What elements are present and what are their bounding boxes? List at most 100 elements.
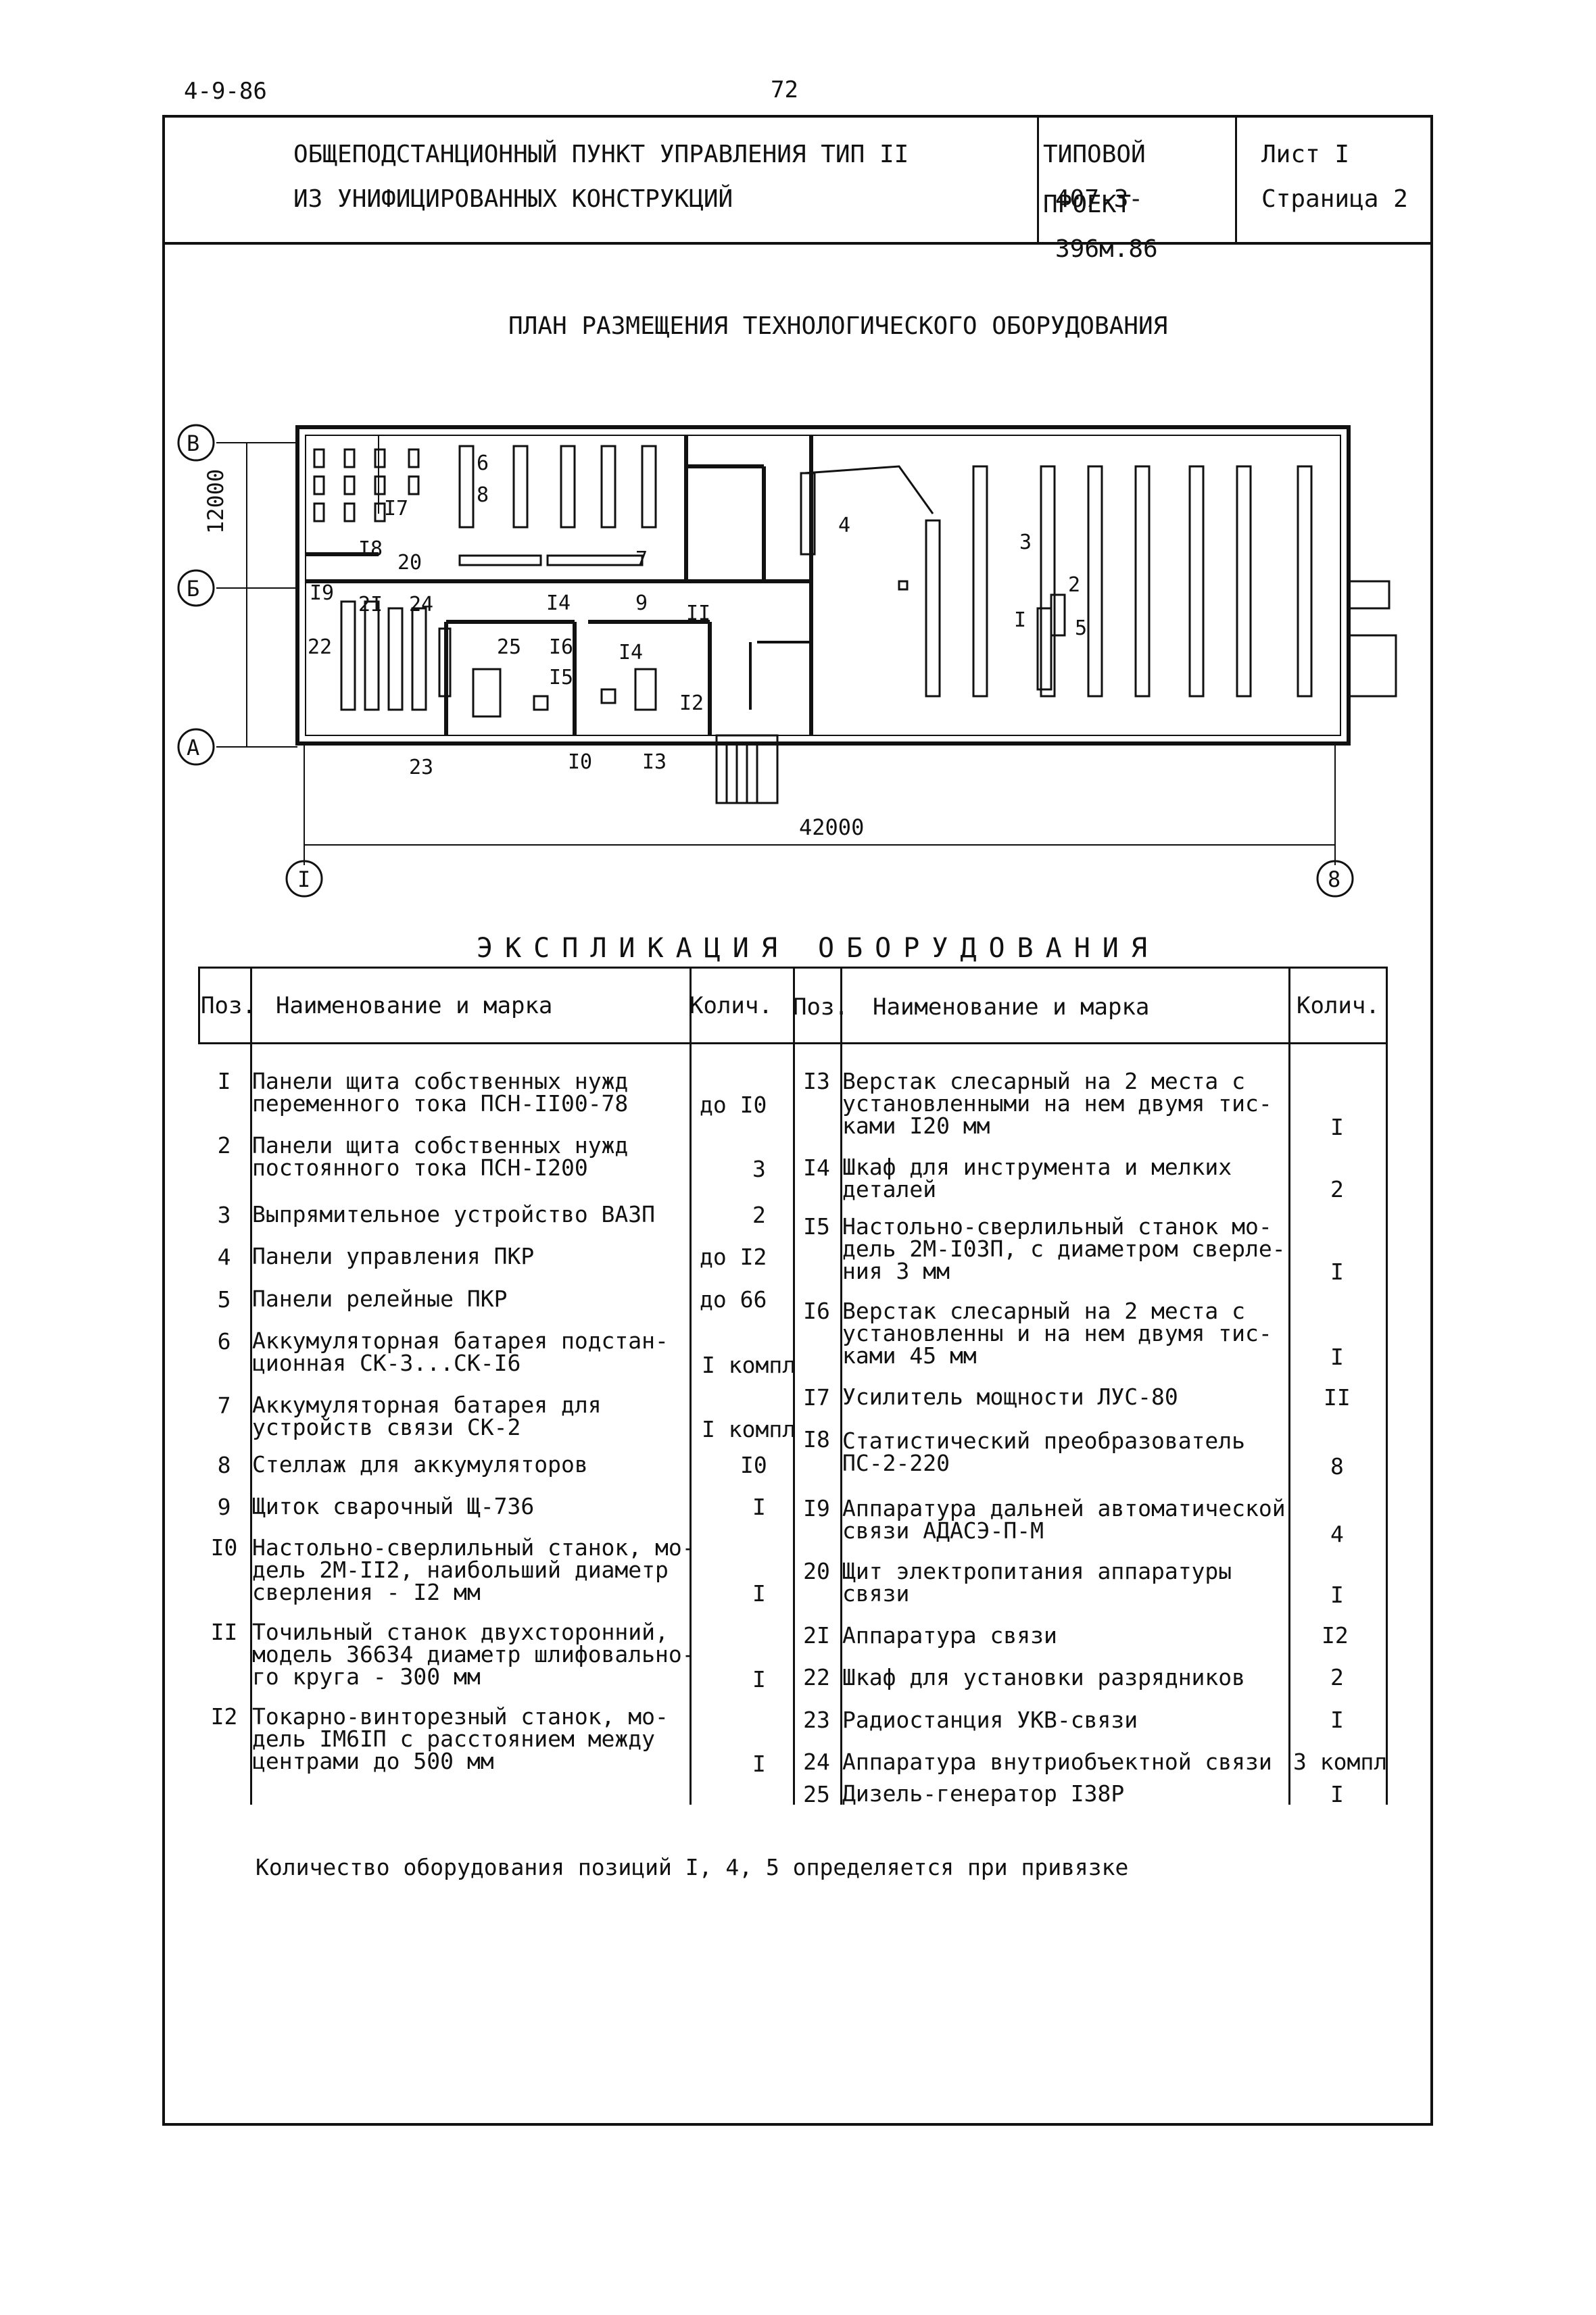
project-cell: ТИПОВОЙ ПРОЕКТ 407-3-396м.86 xyxy=(1039,118,1233,263)
table-row-qty: I0 xyxy=(740,1452,767,1478)
header-qty-left: Колич. xyxy=(690,992,773,1019)
table-row-qty: 3 компл xyxy=(1293,1749,1388,1775)
plan-label: I xyxy=(1014,608,1027,632)
header-name-left: Наименование и марка xyxy=(276,992,553,1019)
plan-label: I4 xyxy=(546,591,571,615)
axis-circle-8 xyxy=(1316,860,1354,898)
header-qty-right: Колич. xyxy=(1297,992,1380,1019)
table-row-name: Панели релейные ПКР xyxy=(252,1286,508,1312)
table-row-qty: 2 xyxy=(752,1202,766,1228)
plan-title: ПЛАН РАЗМЕЩЕНИЯ ТЕХНОЛОГИЧЕСКОГО ОБОРУДО… xyxy=(508,312,1168,340)
table-row-qty: I xyxy=(1330,1707,1344,1733)
table-row-name: Радиостанция УКВ-связи xyxy=(842,1707,1138,1733)
table-row-pos: 8 xyxy=(217,1452,231,1478)
table-row-pos: I8 xyxy=(803,1426,830,1453)
table-row-name: Токарно-винторезный станок, мо- дель IМ6… xyxy=(252,1703,669,1774)
plan-label: 9 xyxy=(635,591,648,615)
plan-label: 2 xyxy=(1068,573,1081,597)
table-row-qty: I xyxy=(752,1580,766,1607)
table-row-name: Верстак слесарный на 2 места с установле… xyxy=(842,1298,1272,1369)
plan-label: 22 xyxy=(308,635,333,659)
plan-label: 3 xyxy=(1019,531,1032,554)
table-row-pos: I5 xyxy=(803,1213,830,1240)
plan-label: 2I xyxy=(358,593,383,616)
table-row-name: Аппаратура связи xyxy=(842,1622,1057,1649)
table-row-name: Панели управления ПКР xyxy=(252,1243,535,1269)
plan-label: 25 xyxy=(497,635,522,659)
table-row-pos: 25 xyxy=(803,1781,830,1807)
table-row-name: Стеллаж для аккумуляторов xyxy=(252,1451,588,1478)
table-row-pos: 6 xyxy=(217,1328,231,1355)
plan-label: I0 xyxy=(568,750,593,774)
table-row-pos: 22 xyxy=(803,1664,830,1690)
explication-table: Поз. Наименование и марка Колич. Поз. На… xyxy=(198,967,1388,1807)
table-row-qty: до I2 xyxy=(700,1244,767,1270)
table-row-name: Настольно-сверлильный станок мо- дель 2М… xyxy=(842,1213,1286,1284)
title-cell: ОБЩЕПОДСТАНЦИОННЫЙ ПУНКТ УПРАВЛЕНИЯ ТИП … xyxy=(165,118,1037,242)
table-row-name: Шкаф для установки разрядников xyxy=(842,1664,1246,1690)
table-row-pos: 7 xyxy=(217,1392,231,1419)
table-row-name: Шкаф для инструмента и мелких деталей xyxy=(842,1154,1232,1202)
axis-circle-b xyxy=(177,569,215,607)
plan-label: 23 xyxy=(409,756,434,779)
sheet-number: Лист I xyxy=(1261,141,1350,168)
table-row-pos: I xyxy=(217,1068,231,1094)
dimension-vertical: 12000 xyxy=(203,468,228,534)
plan-label: 20 xyxy=(397,551,422,575)
footnote: Количество оборудования позиций I, 4, 5 … xyxy=(256,1854,1129,1880)
table-row-pos: I0 xyxy=(210,1534,238,1561)
table-row-name: Верстак слесарный на 2 места с установле… xyxy=(842,1068,1272,1139)
title-line-2: ИЗ УНИФИЦИРОВАННЫХ КОНСТРУКЦИЙ xyxy=(293,185,733,213)
table-row-qty: I xyxy=(752,1494,766,1520)
plan-label: I3 xyxy=(642,750,667,774)
table-row-qty: 2 xyxy=(1330,1664,1344,1690)
table-row-name: Усилитель мощности ЛУС-80 xyxy=(842,1384,1178,1410)
table-row-name: Щиток сварочный Щ-736 xyxy=(252,1493,535,1519)
table-row-pos: I2 xyxy=(210,1703,238,1730)
project-number: 407-3-396м.86 xyxy=(1055,185,1158,263)
plan-label: II xyxy=(686,602,711,625)
sheet-cell: Лист I Страница 2 xyxy=(1237,118,1433,242)
plan-label: 24 xyxy=(409,593,434,616)
page-label: Страница 2 xyxy=(1261,185,1408,213)
dimension-horizontal: 42000 xyxy=(799,814,865,840)
title-block: ОБЩЕПОДСТАНЦИОННЫЙ ПУНКТ УПРАВЛЕНИЯ ТИП … xyxy=(165,118,1433,263)
table-row-name: Дизель-генератор I38Р xyxy=(842,1780,1125,1807)
header-name-right: Наименование и марка xyxy=(873,994,1150,1021)
table-row-pos: II xyxy=(210,1619,238,1645)
table-row-pos: I6 xyxy=(803,1298,830,1324)
table-row-pos: 3 xyxy=(217,1202,231,1228)
table-row-pos: I7 xyxy=(803,1384,830,1411)
plan-label: I8 xyxy=(358,537,383,561)
explication-title: ЭКСПЛИКАЦИЯ ОБОРУДОВАНИЯ xyxy=(477,933,1159,964)
plan-label: I7 xyxy=(384,497,409,520)
table-row-name: Щит электропитания аппаратуры связи xyxy=(842,1558,1232,1607)
table-row-qty: 8 xyxy=(1330,1453,1344,1480)
table-row-qty: до I0 xyxy=(700,1092,767,1118)
plan-label: 6 xyxy=(477,452,489,475)
plan-label: 7 xyxy=(635,547,648,571)
axis-circle-v xyxy=(177,424,215,462)
table-row-qty: 4 xyxy=(1330,1521,1344,1547)
table-row-pos: I9 xyxy=(803,1495,830,1521)
table-row-name: Аккумуляторная батарея для устройств свя… xyxy=(252,1392,602,1440)
table-row-pos: 2 xyxy=(217,1132,231,1159)
table-row-name: Статистический преобразователь ПС-2-220 xyxy=(842,1428,1246,1476)
plan-label: I9 xyxy=(310,581,335,605)
plan-label: I2 xyxy=(679,691,704,715)
table-row-qty: 2 xyxy=(1330,1176,1344,1202)
project-label: ТИПОВОЙ ПРОЕКТ xyxy=(1043,141,1146,218)
table-row-name: Панели щита собственных нужд переменного… xyxy=(252,1068,629,1117)
table-row-qty: I xyxy=(1330,1582,1344,1608)
table-row-name: Панели щита собственных нужд постоянного… xyxy=(252,1132,629,1181)
axis-label-8: 8 xyxy=(1328,867,1341,892)
header-pos-left: Поз. xyxy=(201,992,256,1019)
table-row-pos: 2I xyxy=(803,1622,830,1649)
table-row-name: Аппаратура внутриобъектной связи xyxy=(842,1749,1272,1775)
table-row-name: Выпрямительное устройство ВАЗП xyxy=(252,1201,656,1227)
table-row-qty: I компл xyxy=(702,1352,796,1378)
table-row-name: Точильный станок двухсторонний, модель 3… xyxy=(252,1619,696,1690)
table-row-pos: 23 xyxy=(803,1707,830,1733)
plan-label: 5 xyxy=(1075,616,1088,640)
table-row-qty: I xyxy=(1330,1259,1344,1285)
